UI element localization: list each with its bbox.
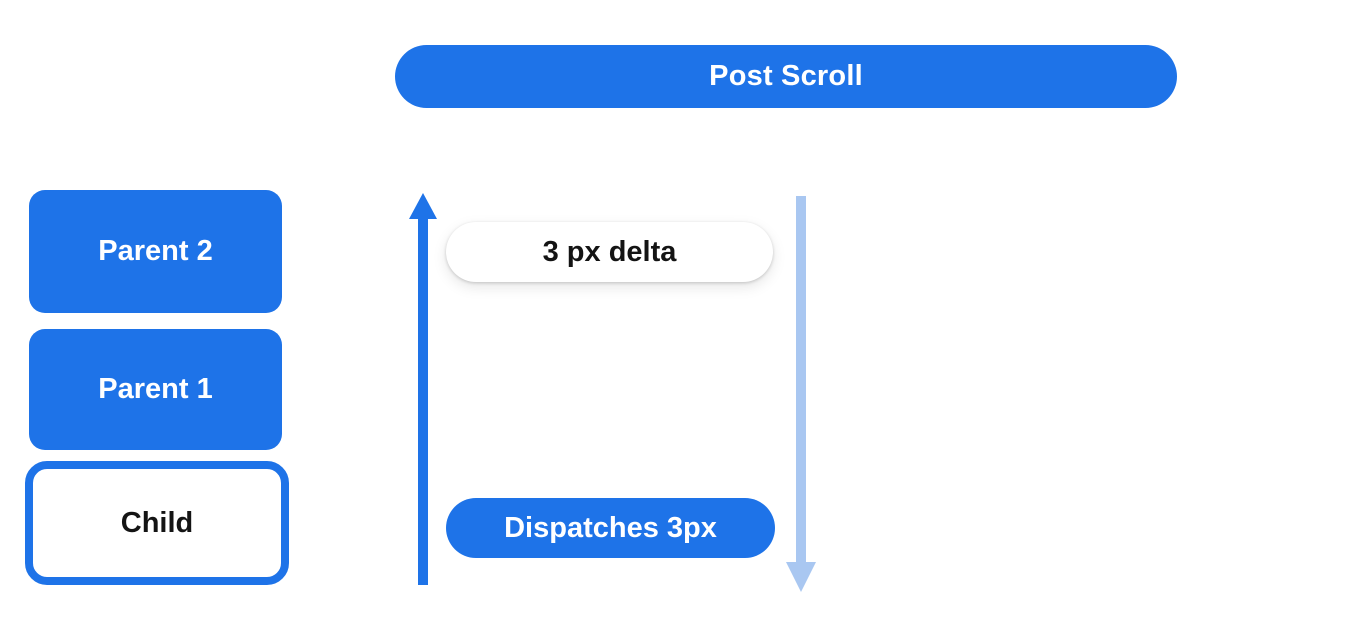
delta-annotation-pill: 3 px delta <box>446 222 773 282</box>
up-arrow-head <box>409 193 437 219</box>
down-arrow-shaft <box>796 196 806 562</box>
parent1-label: Parent 1 <box>98 373 213 405</box>
child-label: Child <box>120 506 194 539</box>
post-scroll-label: Post Scroll <box>709 60 863 92</box>
parent2-label: Parent 2 <box>98 235 213 267</box>
up-arrow-icon <box>405 193 445 585</box>
down-arrow-head <box>786 562 816 592</box>
post-scroll-banner: Post Scroll <box>395 45 1177 108</box>
up-arrow-shaft <box>418 215 428 585</box>
dispatch-annotation-pill: Dispatches 3px <box>446 498 775 558</box>
child-box: Child <box>25 461 289 585</box>
parent1-box: Parent 1 <box>29 329 282 450</box>
delta-annotation-label: 3 px delta <box>542 235 677 268</box>
down-arrow-icon <box>783 196 823 592</box>
parent2-box: Parent 2 <box>29 190 282 313</box>
dispatch-annotation-label: Dispatches 3px <box>504 511 717 544</box>
